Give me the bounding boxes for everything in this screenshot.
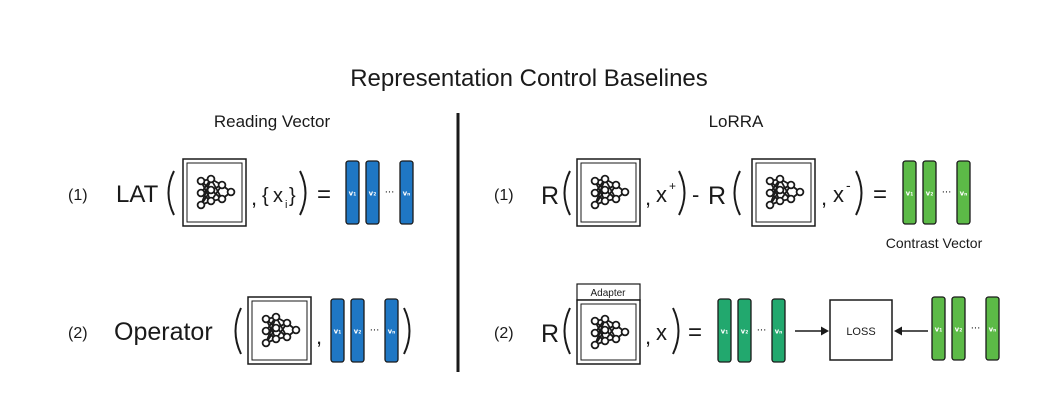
vector-element-label: v₁ (349, 190, 357, 198)
vector-element-bar (345, 160, 360, 225)
vector-element-label: vₙ (989, 326, 997, 334)
minus-sign: - (692, 182, 699, 207)
vector-element-bar (365, 160, 380, 225)
model-box (247, 296, 312, 365)
vector-element-label: vₙ (960, 190, 968, 198)
input-variable: x (656, 320, 667, 345)
vector-element-bar (902, 160, 917, 225)
vector-element-label: v₂ (741, 328, 749, 336)
vector-element-bar (737, 298, 752, 363)
close-paren (678, 170, 686, 216)
vector-element-label: v₁ (906, 190, 914, 198)
contrast-vector: v₁ v₂ vₙ ··· (902, 160, 971, 225)
negative-input-variable: x (833, 182, 844, 207)
open-paren (167, 170, 175, 216)
model-box (751, 158, 816, 227)
vector-element-label: v₁ (935, 326, 943, 334)
equation-number: (1) (494, 187, 514, 204)
comma: , (645, 185, 651, 210)
function-name: R (708, 182, 726, 210)
equals-sign: = (317, 181, 331, 208)
vector-ellipsis: ··· (757, 326, 767, 337)
vector-element-bar (350, 298, 365, 363)
vector-element-bar (985, 296, 1000, 361)
vector-element-label: v₂ (354, 328, 362, 336)
equation-number: (2) (68, 325, 88, 342)
input-variable: x (273, 185, 283, 207)
positive-superscript: + (669, 179, 676, 193)
close-paren (403, 307, 411, 355)
vector-element-bar (717, 298, 732, 363)
negative-superscript: - (846, 177, 851, 193)
vector-ellipsis: ··· (971, 324, 981, 335)
vector-element-bar (956, 160, 971, 225)
adapter-model-box (576, 283, 641, 365)
open-paren (234, 307, 242, 355)
model-box (576, 158, 641, 227)
model-box (182, 158, 247, 227)
vector-element-bar (384, 298, 399, 363)
reading-vector: v₁ v₂ vₙ ··· (330, 298, 399, 363)
function-name: Operator (114, 318, 213, 346)
close-paren (299, 170, 307, 216)
arrow-icon (894, 326, 928, 336)
contrast-vector-caption: Contrast Vector (886, 235, 983, 251)
close-paren (855, 170, 863, 216)
function-name: LAT (116, 181, 159, 208)
vector-element-label: v₂ (955, 326, 963, 334)
vector-element-label: vₙ (388, 328, 396, 336)
reading-vector: v₁ v₂ vₙ ··· (345, 160, 414, 225)
close-paren (672, 307, 680, 355)
equation-number: (2) (494, 325, 514, 342)
comma: , (251, 185, 257, 210)
right-panel-heading: LoRRA (709, 112, 764, 131)
equation-number: (1) (68, 187, 88, 204)
comma: , (645, 324, 651, 349)
comma: , (316, 324, 322, 349)
vector-element-label: vₙ (403, 190, 411, 198)
vector-element-bar (951, 296, 966, 361)
contrast-vector: v₁ v₂ vₙ ··· (931, 296, 1000, 361)
vector-element-bar (922, 160, 937, 225)
vector-element-bar (399, 160, 414, 225)
open-paren (733, 170, 741, 216)
left-panel-heading: Reading Vector (214, 112, 331, 131)
vector-element-label: v₂ (369, 190, 377, 198)
adapter-label: Adapter (590, 288, 626, 299)
open-paren (563, 170, 571, 216)
arrow-icon (795, 326, 829, 336)
function-name: R (541, 320, 559, 348)
lorra-output-vector: v₁ v₂ vₙ ··· (717, 298, 786, 363)
vector-element-label: v₂ (926, 190, 934, 198)
vector-element-bar (931, 296, 946, 361)
open-paren (563, 307, 571, 355)
vector-ellipsis: ··· (942, 188, 952, 199)
loss-label: LOSS (846, 326, 875, 338)
input-brace-open: { (262, 185, 269, 207)
vector-ellipsis: ··· (370, 326, 380, 337)
vector-element-bar (771, 298, 786, 363)
diagram-title: Representation Control Baselines (350, 65, 708, 92)
equals-sign: = (688, 319, 702, 346)
vector-element-label: v₁ (334, 328, 342, 336)
vector-element-bar (330, 298, 345, 363)
vector-ellipsis: ··· (385, 188, 395, 199)
input-subscript: i (285, 199, 287, 211)
vector-element-label: v₁ (721, 328, 729, 336)
loss-box (829, 299, 893, 361)
input-brace-close: } (289, 185, 296, 207)
comma: , (821, 185, 827, 210)
vector-element-label: vₙ (775, 328, 783, 336)
equals-sign: = (873, 181, 887, 208)
function-name: R (541, 182, 559, 210)
positive-input-variable: x (656, 182, 667, 207)
